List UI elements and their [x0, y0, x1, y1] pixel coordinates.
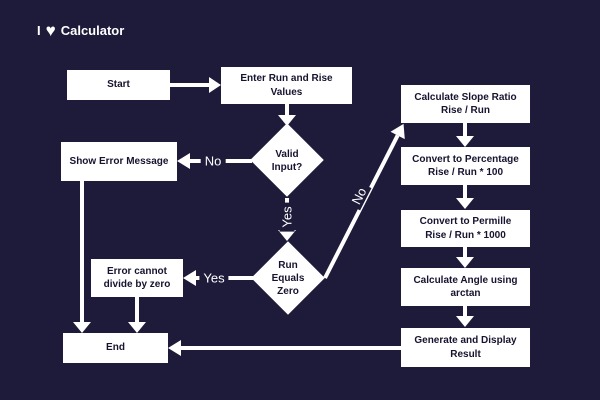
node-run-equals-zero: Run Equals Zero [248, 258, 328, 298]
heart-icon: ♥ [45, 21, 56, 40]
node-end-label: End [106, 342, 125, 354]
node-valid-input-line2: Input? [271, 162, 303, 173]
node-run-equals-zero-line1: Run [278, 259, 298, 271]
node-error-divide-zero-line2: divide by zero [103, 279, 171, 290]
edge-label-yes: Yes [199, 270, 229, 286]
node-percentage: Convert to Percentage Rise / Run * 100 [401, 147, 530, 185]
node-end: End [63, 333, 168, 363]
node-percentage-line1: Convert to Percentage [412, 153, 519, 165]
node-slope-ratio-line1: Calculate Slope Ratio [414, 91, 517, 103]
page-title: I ♥ Calculator [37, 21, 125, 40]
node-show-error-label: Show Error Message [69, 155, 169, 167]
arrowhead-down-icon [128, 322, 146, 333]
node-run-equals-zero-line2: Equals [271, 272, 305, 284]
node-run-equals-zero-line3: Zero [277, 285, 299, 297]
arrowhead-down-icon [278, 230, 296, 241]
node-angle-line1: Calculate Angle using [413, 274, 518, 286]
title-text: Calculator [60, 23, 125, 38]
edge-error-end [135, 297, 139, 323]
edge-enter-valid [285, 104, 289, 116]
arrowhead-left-icon [177, 153, 190, 169]
arrowhead-down-icon [456, 136, 474, 147]
node-percentage-line2: Rise / Run * 100 [427, 167, 504, 178]
arrowhead-down-icon [73, 322, 91, 333]
edge-angle-result [463, 306, 467, 316]
edge-percentage-permille [463, 185, 467, 198]
node-valid-input: Valid Input? [247, 145, 327, 177]
node-angle: Calculate Angle using arctan [401, 268, 530, 306]
edge-slope-percentage [463, 123, 467, 136]
edge-showerror-end [80, 181, 84, 323]
node-start: Start [67, 70, 170, 100]
arrowhead-diagonal-icon [390, 120, 411, 140]
arrowhead-down-icon [456, 198, 474, 209]
title-prefix: I [37, 23, 41, 38]
edge-label-no: No [200, 153, 226, 169]
node-permille-line2: Rise / Run * 1000 [425, 229, 506, 241]
node-start-label: Start [107, 79, 130, 91]
node-display-result-line2: Result [450, 348, 481, 360]
node-enter-values-label: Enter Run and Rise Values [240, 73, 333, 98]
node-valid-input-line1: Valid [275, 149, 299, 160]
edge-permille-angle [463, 247, 467, 257]
node-enter-values: Enter Run and Rise Values [221, 67, 352, 104]
edge-result-end [181, 346, 401, 350]
arrowhead-left-icon [168, 340, 181, 356]
node-show-error: Show Error Message [61, 142, 177, 181]
node-slope-ratio: Calculate Slope Ratio Rise / Run [401, 85, 530, 123]
arrowhead-down-icon [456, 257, 474, 268]
node-error-divide-zero: Error cannot divide by zero [91, 259, 183, 297]
node-error-divide-zero-line1: Error cannot [106, 265, 167, 277]
node-display-result: Generate and Display Result [401, 328, 530, 367]
arrowhead-down-icon [456, 316, 474, 327]
node-permille-line1: Convert to Permille [419, 216, 512, 227]
edge-label-yes-vertical: Yes [279, 202, 295, 232]
arrowhead-left-icon [183, 270, 196, 286]
node-slope-ratio-line2: Rise / Run [441, 105, 490, 116]
node-display-result-line1: Generate and Display [414, 335, 517, 346]
node-angle-line2: arctan [450, 288, 481, 299]
node-permille: Convert to Permille Rise / Run * 1000 [401, 210, 530, 247]
edge-start-enter [170, 83, 210, 87]
arrowhead-down-icon [278, 115, 296, 126]
arrowhead-right-icon [209, 77, 221, 93]
